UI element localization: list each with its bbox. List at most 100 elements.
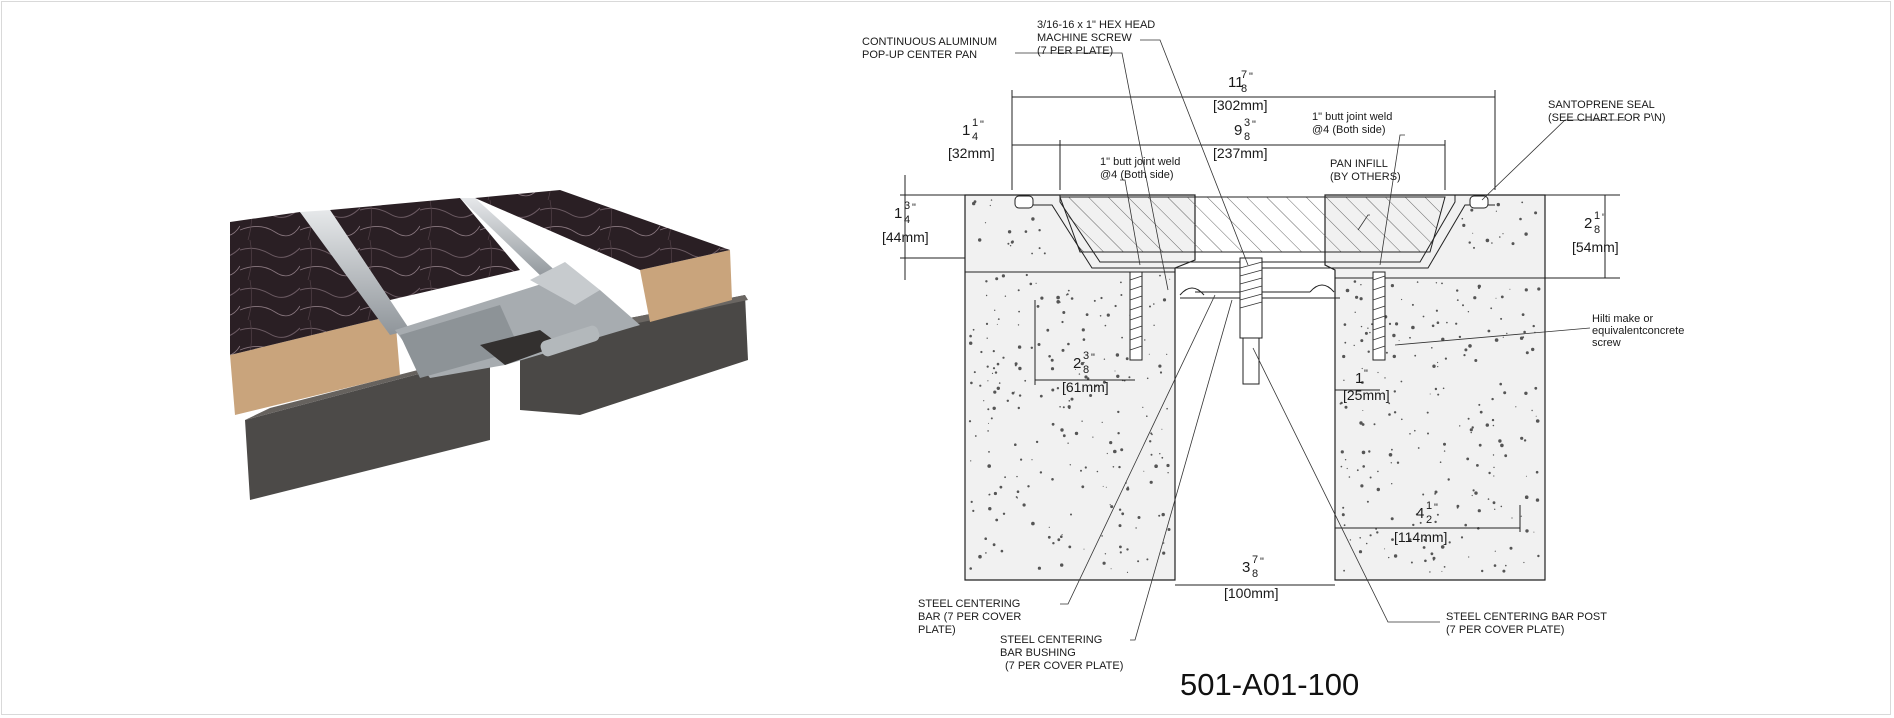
aggregate-dot	[1492, 424, 1495, 427]
aggregate-dot	[1027, 485, 1030, 488]
aggregate-dot	[994, 309, 996, 311]
aggregate-dot	[987, 464, 991, 468]
aggregate-dot	[1084, 466, 1087, 469]
aggregate-dot	[1057, 538, 1061, 542]
aggregate-dot	[1477, 509, 1481, 513]
aggregate-dot	[1031, 521, 1035, 526]
aggregate-dot	[1422, 546, 1426, 549]
aggregate-dot	[1069, 464, 1072, 466]
aggregate-dot	[1390, 517, 1394, 521]
aggregate-dot	[1166, 407, 1168, 410]
aggregate-dot	[1120, 281, 1122, 284]
aggregate-dot	[1520, 515, 1522, 517]
aggregate-dot	[1462, 223, 1466, 227]
dim-gap: 3 7 8 " [100mm]	[1224, 554, 1278, 601]
aggregate-dot	[1377, 371, 1379, 374]
aggregate-dot	[1388, 413, 1391, 416]
aggregate-dot	[1523, 439, 1527, 442]
aggregate-dot	[1004, 295, 1007, 297]
aggregate-dot	[1434, 520, 1437, 524]
aggregate-dot	[1135, 527, 1137, 529]
aggregate-dot	[1429, 571, 1431, 573]
product-code: 501-A01-100	[1180, 667, 1359, 702]
aggregate-dot	[1522, 336, 1525, 339]
aggregate-dot	[1153, 324, 1155, 326]
aggregate-dot	[972, 201, 976, 206]
aggregate-dot	[984, 222, 987, 224]
aggregate-dot	[1502, 336, 1504, 338]
aggregate-dot	[1474, 359, 1478, 362]
aggregate-dot	[1435, 282, 1438, 284]
aggregate-dot	[1037, 566, 1041, 570]
marble-slab-center	[330, 198, 520, 300]
aggregate-dot	[1368, 450, 1371, 453]
aggregate-dot	[1500, 505, 1503, 508]
aggregate-dot	[1349, 539, 1352, 541]
aggregate-dot	[1159, 453, 1161, 455]
seal-left	[1014, 195, 1034, 209]
aggregate-dot	[1400, 380, 1403, 383]
aggregate-dot	[1070, 397, 1074, 401]
aggregate-dot	[1437, 361, 1439, 364]
aggregate-dot	[986, 365, 989, 368]
aggregate-dot	[1481, 569, 1484, 573]
aggregate-dot	[1401, 418, 1403, 421]
aggregate-dot	[1016, 490, 1020, 494]
aggregate-dot	[1435, 309, 1438, 312]
aggregate-dot	[1119, 545, 1122, 549]
hex-screw	[1239, 257, 1263, 385]
aggregate-dot	[1456, 289, 1459, 292]
aluminum-rail-left	[300, 210, 410, 335]
aggregate-dot	[980, 350, 983, 354]
aggregate-dot	[1456, 299, 1459, 301]
aggregate-dot	[1535, 498, 1540, 502]
aggregate-dot	[1358, 550, 1363, 554]
aggregate-dot	[1102, 561, 1106, 565]
aggregate-dot	[1001, 274, 1006, 278]
svg-text:7: 7	[1252, 554, 1258, 566]
aggregate-dot	[1430, 552, 1434, 556]
aggregate-dot	[1150, 453, 1153, 456]
aggregate-dot	[1081, 485, 1085, 489]
aggregate-dot	[988, 507, 992, 511]
concrete-screw-right	[1372, 271, 1386, 361]
aggregate-dot	[970, 460, 972, 462]
aggregate-dot	[1014, 391, 1016, 393]
aggregate-dot	[1050, 367, 1055, 371]
aggregate-dot	[1535, 415, 1537, 417]
aggregate-dot	[1461, 217, 1464, 220]
svg-text:[114mm]: [114mm]	[1394, 529, 1447, 545]
aggregate-dot	[1035, 282, 1037, 284]
aggregate-dot	[1436, 513, 1439, 516]
aggregate-dot	[1470, 208, 1474, 212]
aggregate-dot	[1121, 336, 1123, 339]
svg-text:3: 3	[1244, 117, 1250, 129]
aggregate-dot	[1051, 388, 1055, 392]
aggregate-dot	[1062, 434, 1066, 438]
centering-bar-post	[1242, 337, 1260, 385]
aggregate-dot	[1537, 287, 1541, 291]
centering-bar-label-3: PLATE)	[918, 624, 956, 636]
aggregate-dot	[1473, 246, 1475, 249]
centering-bar-label-2: BAR (7 PER COVER	[918, 611, 1021, 623]
aggregate-dot	[1361, 367, 1363, 370]
concrete-base-left	[245, 355, 490, 500]
aggregate-dot	[1414, 354, 1417, 357]
screw-label-1: 3/16-16 x 1" HEX HEAD	[1037, 19, 1155, 31]
aggregate-dot	[1422, 493, 1425, 496]
aggregate-dot	[1444, 357, 1447, 360]
aggregate-dot	[1392, 354, 1397, 359]
aggregate-dot	[1002, 356, 1005, 359]
svg-text:[302mm]: [302mm]	[1213, 97, 1267, 113]
aggregate-dot	[1118, 524, 1122, 528]
aggregate-dot	[969, 341, 973, 345]
aggregate-dot	[1166, 353, 1168, 355]
aggregate-dot	[1506, 332, 1508, 335]
aggregate-dot	[985, 552, 987, 554]
aggregate-dot	[1426, 411, 1429, 414]
aggregate-dot	[1422, 315, 1425, 318]
aggregate-dot	[1036, 305, 1040, 308]
aggregate-dot	[1376, 531, 1379, 534]
aggregate-dot	[1020, 458, 1023, 461]
aggregate-dot	[1120, 294, 1123, 296]
